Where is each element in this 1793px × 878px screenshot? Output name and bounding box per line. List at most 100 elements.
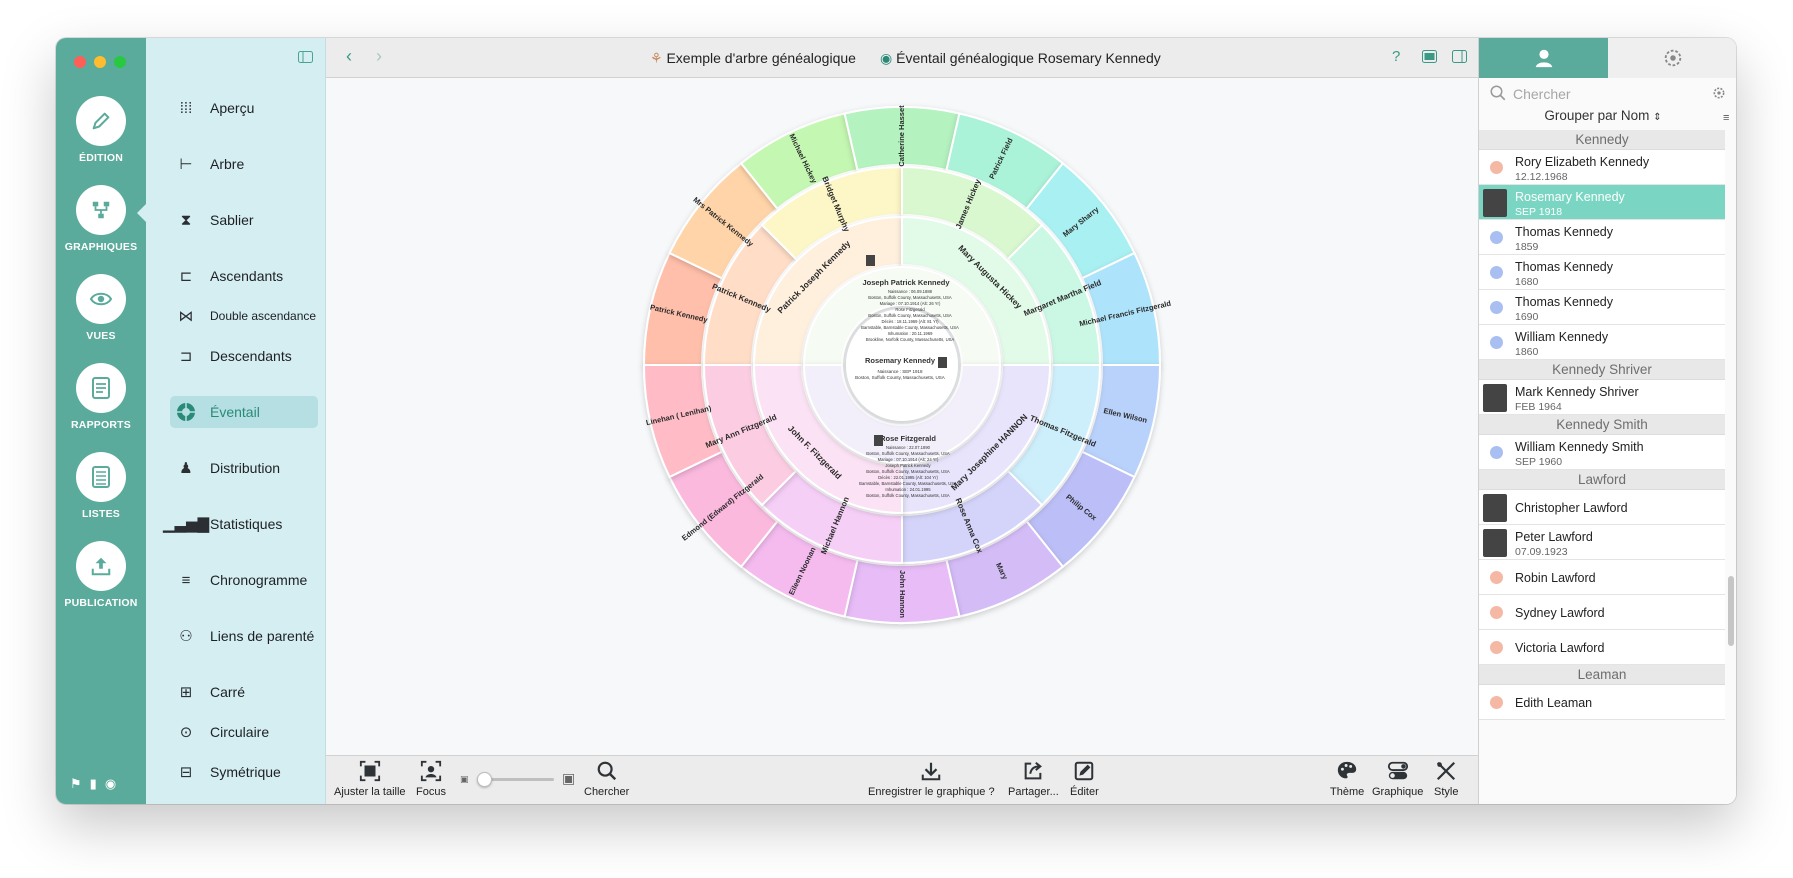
tab-persons[interactable] bbox=[1479, 38, 1608, 78]
rail-item-rapports[interactable]: RAPPORTS bbox=[56, 363, 146, 431]
search-icon bbox=[584, 760, 629, 784]
person-row[interactable]: Edith Leaman bbox=[1479, 685, 1725, 720]
window-layout-icon[interactable] bbox=[1422, 50, 1437, 68]
person-row[interactable]: Victoria Lawford bbox=[1479, 630, 1725, 665]
fan-icon bbox=[174, 402, 198, 422]
menu-item-chronogramme[interactable]: ≡Chronogramme bbox=[170, 564, 318, 596]
search-button[interactable]: Chercher bbox=[584, 760, 629, 798]
zoom-out-icon[interactable]: ▣ bbox=[460, 774, 469, 784]
style-button[interactable]: Style bbox=[1434, 760, 1458, 798]
menu-item-ascendants[interactable]: ⊏Ascendants bbox=[170, 260, 318, 292]
mother-segment[interactable] bbox=[802, 364, 1002, 464]
rail-item-graphiques[interactable]: GRAPHIQUES bbox=[56, 185, 146, 253]
mother-detail: Boston, Suffolk County, Massachusetts, U… bbox=[866, 451, 950, 456]
zoom-in-icon[interactable]: ▣ bbox=[562, 770, 576, 786]
menu-item-apercu[interactable]: ⁞⁞⁞Aperçu bbox=[170, 92, 318, 124]
eye-icon bbox=[76, 274, 126, 324]
group-by-selector[interactable]: Grouper par Nom ⇕ bbox=[1479, 108, 1727, 130]
tree-breadcrumb[interactable]: ⚘ Exemple d'arbre généalogique bbox=[650, 50, 856, 67]
gen3-segment[interactable] bbox=[702, 364, 798, 507]
focus-button[interactable]: Focus bbox=[416, 760, 446, 798]
rail-item-edition[interactable]: ÉDITION bbox=[56, 96, 146, 164]
fit-size-button[interactable]: Ajuster la taille bbox=[334, 760, 406, 798]
theme-button[interactable]: Thème bbox=[1330, 760, 1364, 798]
sort-list-icon[interactable]: ≡ bbox=[1723, 112, 1730, 124]
toggle-inspector-icon[interactable] bbox=[1452, 50, 1467, 68]
mother-detail: Décès : 22.01.1995 (Alt: 104 Yr) bbox=[878, 475, 938, 480]
gen4-name: John Hannon bbox=[898, 570, 907, 618]
menu-item-eventail[interactable]: Éventail bbox=[170, 396, 318, 428]
rail-label: RAPPORTS bbox=[71, 419, 131, 431]
zoom-slider[interactable] bbox=[477, 772, 554, 787]
person-date: 1860 bbox=[1515, 346, 1539, 358]
tag-icon[interactable]: ⚑ bbox=[70, 776, 82, 791]
person-date: 1859 bbox=[1515, 241, 1539, 253]
globe-icon[interactable]: ◉ bbox=[104, 776, 117, 791]
close-window-button[interactable] bbox=[74, 56, 86, 68]
gender-dot-icon bbox=[1490, 301, 1503, 314]
bookmark-icon[interactable]: ▮ bbox=[89, 776, 97, 791]
rail-item-publication[interactable]: PUBLICATION bbox=[56, 541, 146, 609]
person-row[interactable]: Sydney Lawford bbox=[1479, 595, 1725, 630]
style-tools-icon bbox=[1434, 760, 1458, 784]
menu-item-carre[interactable]: ⊞Carré bbox=[170, 676, 318, 708]
menu-item-liens-de-parente[interactable]: ⚇Liens de parenté bbox=[170, 620, 318, 652]
center-person-circle[interactable] bbox=[846, 309, 958, 421]
list-group-header: Lawford bbox=[1479, 470, 1725, 490]
search-settings-gear-icon[interactable] bbox=[1711, 85, 1727, 101]
tab-settings[interactable] bbox=[1608, 38, 1736, 78]
help-button[interactable]: ? bbox=[1392, 48, 1401, 65]
menu-item-double-ascendance[interactable]: ⋈Double ascendance bbox=[170, 300, 318, 332]
scrollbar-thumb[interactable] bbox=[1728, 576, 1734, 646]
person-row[interactable]: Robin Lawford bbox=[1479, 560, 1725, 595]
chart-breadcrumb[interactable]: ◉ Éventail généalogique Rosemary Kennedy bbox=[880, 50, 1161, 67]
father-segment[interactable] bbox=[802, 266, 1002, 366]
share-button[interactable]: Partager... bbox=[1008, 760, 1059, 798]
rail-item-listes[interactable]: LISTES bbox=[56, 452, 146, 520]
edit-button[interactable]: Éditer bbox=[1070, 760, 1099, 798]
person-list-scrollbar[interactable] bbox=[1727, 130, 1735, 804]
minimize-window-button[interactable] bbox=[94, 56, 106, 68]
zoom-window-button[interactable] bbox=[114, 56, 126, 68]
save-chart-button[interactable]: Enregistrer le graphique ? bbox=[868, 760, 995, 798]
person-row[interactable]: Christopher Lawford bbox=[1479, 490, 1725, 525]
gender-dot-icon bbox=[1490, 266, 1503, 279]
person-photo bbox=[1483, 189, 1507, 217]
gen4-segment[interactable] bbox=[642, 364, 724, 479]
search-input[interactable] bbox=[1513, 84, 1693, 104]
menu-item-statistiques[interactable]: ▁▃▅▇Statistiques bbox=[163, 508, 318, 540]
menu-item-sablier[interactable]: ⧗Sablier bbox=[170, 204, 318, 236]
menu-item-descendants[interactable]: ⊐Descendants bbox=[170, 340, 318, 372]
menu-item-arbre[interactable]: ⊢Arbre bbox=[170, 148, 318, 180]
zoom-slider-knob[interactable] bbox=[477, 772, 493, 787]
gen2-segment[interactable] bbox=[752, 364, 903, 515]
back-chevron-icon[interactable]: ‹ bbox=[346, 46, 352, 66]
toggle-sidebar-icon[interactable] bbox=[298, 50, 313, 68]
list-icon bbox=[76, 452, 126, 502]
rail-label: PUBLICATION bbox=[64, 597, 138, 609]
person-date: SEP 1960 bbox=[1515, 456, 1563, 468]
menu-item-distribution[interactable]: ♟Distribution bbox=[170, 452, 318, 484]
forward-chevron-icon[interactable]: › bbox=[376, 46, 382, 66]
gender-dot-icon bbox=[1490, 641, 1503, 654]
menu-item-circulaire[interactable]: ⊙Circulaire bbox=[170, 716, 318, 748]
mother-detail: Inhumation : 24.01.1995 bbox=[885, 487, 931, 492]
toolbar-label: Partager... bbox=[1008, 786, 1059, 798]
toolbar-label: Chercher bbox=[584, 786, 630, 798]
portrait-thumbnail bbox=[874, 435, 883, 446]
menu-item-symetrique[interactable]: ⊟Symétrique bbox=[170, 756, 318, 788]
toolbar-label: Éditer bbox=[1070, 786, 1099, 798]
chart-settings-button[interactable]: Graphique bbox=[1372, 760, 1423, 798]
rail-item-vues[interactable]: VUES bbox=[56, 274, 146, 342]
